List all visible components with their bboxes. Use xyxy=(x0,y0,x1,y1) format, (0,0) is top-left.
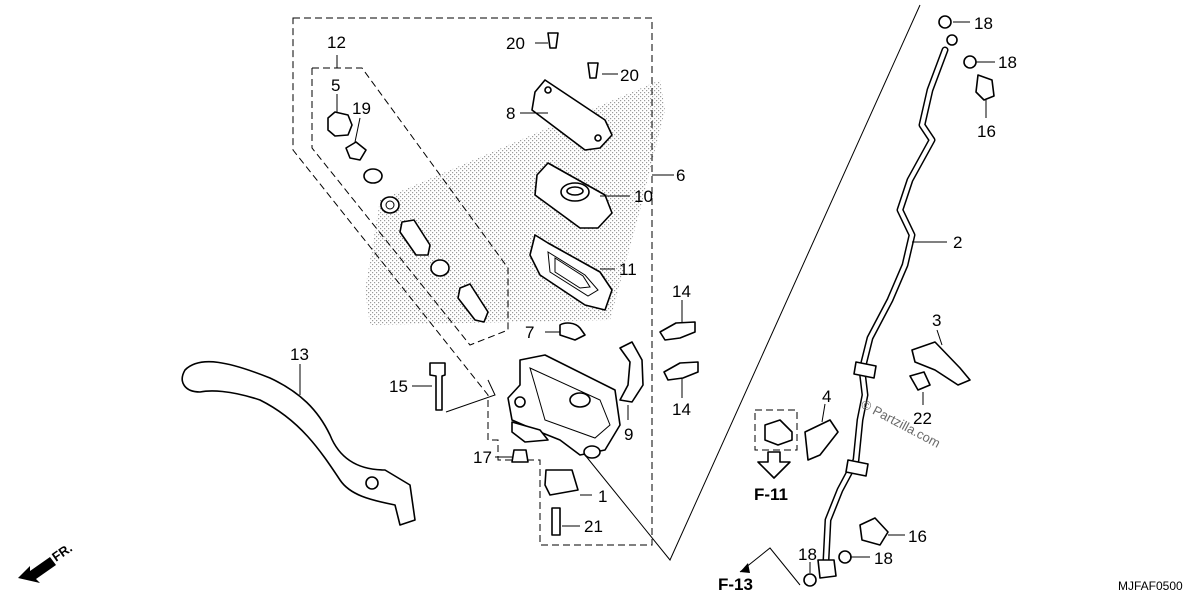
label-part-2: 2 xyxy=(953,233,962,252)
label-part-19: 19 xyxy=(352,99,371,118)
f13-arrow xyxy=(739,547,801,586)
label-part-10: 10 xyxy=(634,187,653,206)
drawing-code: MJFAF0500 xyxy=(1118,579,1183,593)
direction-label: FR. xyxy=(49,540,75,564)
label-part-22: 22 xyxy=(913,409,932,428)
master-cylinder-assembly-box xyxy=(292,17,653,546)
label-part-18-d: 18 xyxy=(798,545,817,564)
label-part-18-a: 18 xyxy=(974,14,993,33)
f11-arrow xyxy=(757,451,791,479)
label-part-20-a: 20 xyxy=(506,34,525,53)
label-part-3: 3 xyxy=(932,311,941,330)
diaphragm xyxy=(529,234,613,311)
label-part-12: 12 xyxy=(327,33,346,52)
cap-plate xyxy=(534,162,613,229)
label-part-5: 5 xyxy=(331,76,340,95)
label-part-14-upper: 14 xyxy=(672,282,691,301)
reservoir-cap xyxy=(531,79,613,151)
label-part-14-lower: 14 xyxy=(672,400,691,419)
label-part-21: 21 xyxy=(584,517,603,536)
clamp-holder xyxy=(619,341,644,403)
piston-kit-parts xyxy=(327,111,489,323)
label-part-7: 7 xyxy=(525,323,534,342)
label-part-15: 15 xyxy=(389,377,408,396)
ref-f13: F-13 xyxy=(718,575,753,594)
label-part-18-c: 18 xyxy=(874,549,893,568)
label-part-18-b: 18 xyxy=(998,53,1017,72)
ref-f11: F-11 xyxy=(754,485,788,504)
fr-arrow-icon xyxy=(18,557,56,583)
label-part-4: 4 xyxy=(822,387,831,406)
brake-lever xyxy=(181,360,416,526)
label-part-9: 9 xyxy=(624,425,633,444)
label-part-1: 1 xyxy=(598,487,607,506)
label-part-16-lower: 16 xyxy=(908,527,927,546)
label-part-13: 13 xyxy=(290,345,309,364)
guide-line xyxy=(584,4,921,561)
label-part-11: 11 xyxy=(619,260,637,279)
bolt-f11-box xyxy=(754,409,798,451)
piston-kit-box xyxy=(311,67,509,346)
label-part-8: 8 xyxy=(506,104,515,123)
leader-lines xyxy=(299,21,995,573)
brake-hose xyxy=(817,46,949,579)
label-part-20-b: 20 xyxy=(620,66,639,85)
master-cylinder-body xyxy=(507,354,621,459)
label-part-17: 17 xyxy=(473,448,492,467)
label-part-6: 6 xyxy=(676,166,685,185)
label-part-16-upper: 16 xyxy=(977,122,996,141)
